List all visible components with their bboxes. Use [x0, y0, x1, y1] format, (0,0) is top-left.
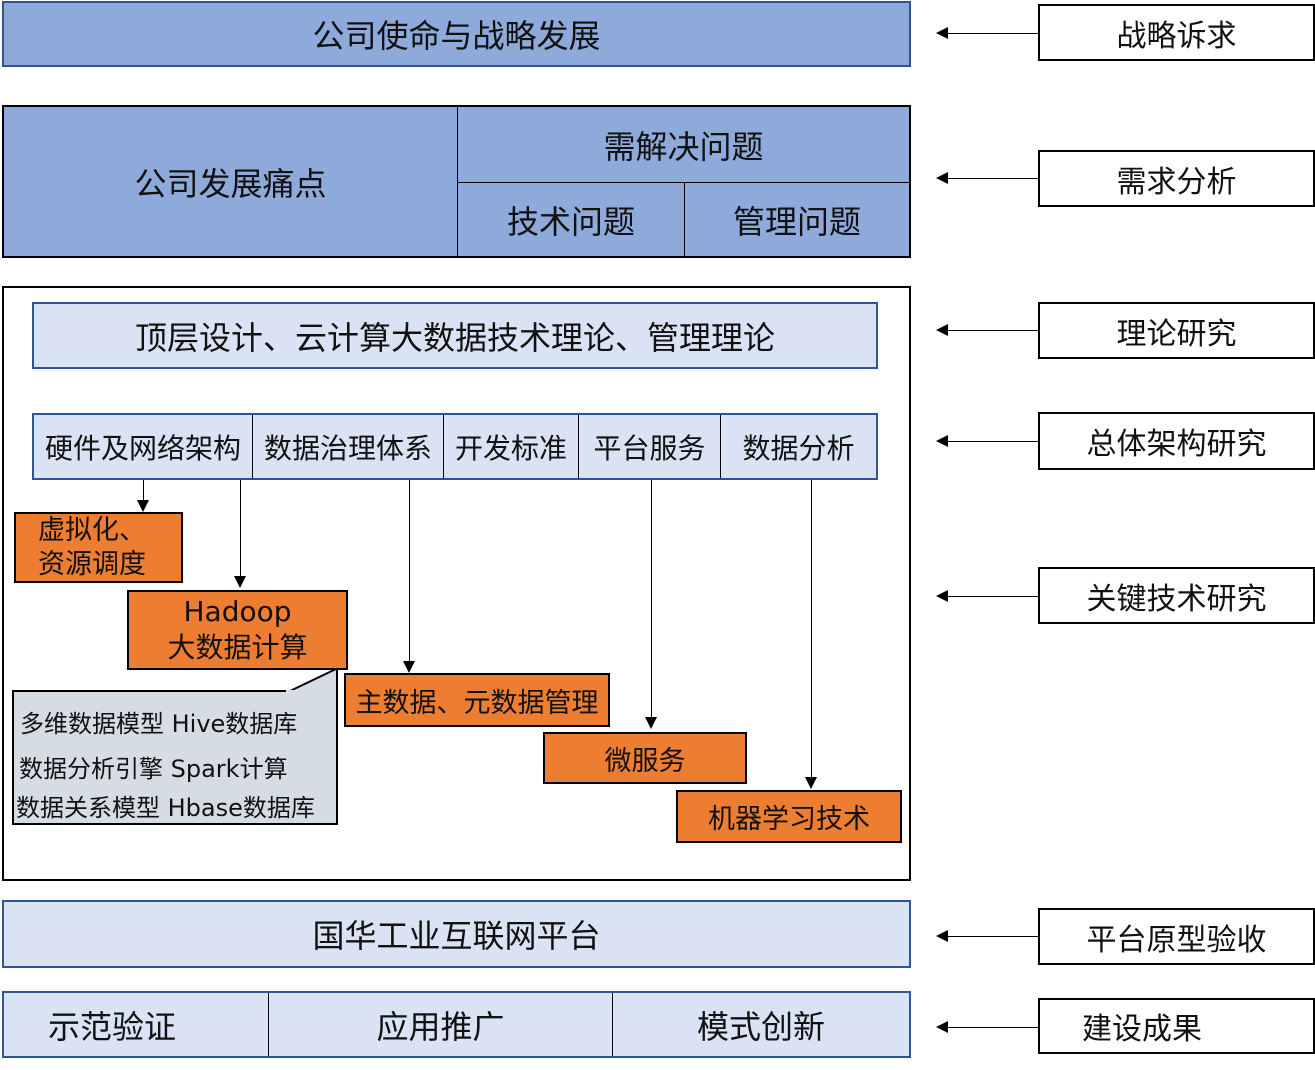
pain-points-cell: 公司发展痛点 [4, 107, 458, 256]
platform-title: 国华工业互联网平台 [312, 917, 601, 955]
side-label-needs-text: 需求分析 [1116, 164, 1237, 200]
theory-box: 顶层设计、云计算大数据技术理论、管理理论 [32, 302, 878, 369]
problems-header-cell: 需解决问题 [458, 107, 909, 183]
side-label-architecture-text: 总体架构研究 [1086, 427, 1267, 462]
result-cell-innovation: 模式创新 [613, 993, 909, 1056]
side-label-platform-text: 平台原型验收 [1086, 922, 1267, 958]
arrow-left-icon [936, 27, 948, 39]
platform-box: 国华工业互联网平台 [2, 900, 911, 968]
mgmt-problem-cell: 管理问题 [685, 183, 909, 256]
arch-label-hardware: 硬件及网络架构 [44, 431, 241, 465]
virtualization-line-1: 虚拟化、 [38, 515, 146, 546]
arrow-left-icon [936, 1021, 948, 1033]
connector-line [946, 178, 1039, 179]
side-label-theory-text: 理论研究 [1116, 316, 1237, 352]
arch-cell-dev-standard: 开发标准 [444, 415, 579, 478]
callout-line-spark: 数据分析引擎 Spark计算 [19, 755, 288, 783]
connector-line [946, 596, 1039, 597]
callout-pointer [280, 668, 337, 696]
callout-pointer-edge [336, 668, 338, 692]
connector-line [946, 330, 1039, 331]
callout-top-border [14, 690, 286, 692]
arrow-left-icon [936, 172, 948, 184]
strategy-title: 公司使命与战略发展 [312, 17, 601, 55]
arrow-left-icon [936, 930, 948, 942]
connector-line [946, 1027, 1039, 1028]
connector-line [240, 480, 241, 578]
side-label-strategy: 战略诉求 [1038, 4, 1315, 61]
problems-header-label: 需解决问题 [603, 127, 764, 166]
callout-line-hbase: 数据关系模型 Hbase数据库 [16, 794, 315, 822]
microservice-label: 微服务 [604, 745, 686, 777]
virtualization-line-2: 资源调度 [38, 549, 146, 580]
arrow-down-icon [805, 777, 817, 789]
side-label-needs: 需求分析 [1038, 150, 1315, 207]
side-label-architecture: 总体架构研究 [1038, 412, 1315, 470]
hadoop-box: Hadoop 大数据计算 [127, 590, 348, 670]
arch-label-platform-service: 平台服务 [593, 431, 706, 465]
tech-problem-label: 技术问题 [506, 202, 635, 241]
ml-label: 机器学习技术 [708, 804, 870, 835]
master-data-box: 主数据、元数据管理 [344, 673, 610, 727]
side-label-key-tech: 关键技术研究 [1038, 567, 1315, 624]
arch-cell-hardware: 硬件及网络架构 [34, 415, 253, 478]
tech-problem-cell: 技术问题 [458, 183, 685, 256]
connector-line [409, 480, 410, 662]
arch-label-data-analysis: 数据分析 [742, 431, 855, 465]
arch-cell-data-analysis: 数据分析 [721, 415, 876, 478]
strategy-box: 公司使命与战略发展 [2, 1, 911, 67]
connector-line [946, 936, 1039, 937]
needs-box: 公司发展痛点 需解决问题 技术问题 管理问题 [2, 105, 911, 258]
arch-label-dev-standard: 开发标准 [454, 431, 567, 465]
connector-line [946, 33, 1039, 34]
microservice-box: 微服务 [543, 732, 747, 784]
result-label-demo: 示范验证 [48, 1007, 177, 1046]
side-label-theory: 理论研究 [1038, 302, 1315, 359]
side-label-platform: 平台原型验收 [1038, 908, 1315, 965]
result-label-promotion: 应用推广 [376, 1007, 505, 1046]
pain-points-label: 公司发展痛点 [134, 164, 327, 203]
theory-label: 顶层设计、云计算大数据技术理论、管理理论 [134, 318, 775, 357]
virtualization-box: 虚拟化、 资源调度 [14, 512, 183, 583]
arrow-down-icon [137, 500, 149, 512]
side-label-results-text: 建设成果 [1082, 1012, 1202, 1047]
connector-line [946, 441, 1039, 442]
architecture-row: 硬件及网络架构 数据治理体系 开发标准 平台服务 数据分析 [32, 413, 878, 480]
side-label-strategy-text: 战略诉求 [1116, 18, 1237, 54]
arch-cell-platform-service: 平台服务 [579, 415, 721, 478]
results-row: 示范验证 应用推广 模式创新 [2, 991, 911, 1058]
connector-line [651, 480, 652, 718]
arrow-left-icon [936, 435, 948, 447]
result-label-innovation: 模式创新 [696, 1007, 825, 1046]
master-data-label: 主数据、元数据管理 [355, 687, 599, 719]
connector-line [811, 480, 812, 778]
mgmt-problem-label: 管理问题 [732, 202, 861, 241]
arrow-down-icon [645, 717, 657, 729]
hadoop-line-2: 大数据计算 [167, 631, 308, 664]
result-cell-promotion: 应用推广 [269, 993, 613, 1056]
arrow-left-icon [936, 590, 948, 602]
hadoop-line-1: Hadoop [183, 595, 292, 628]
callout-line-hive: 多维数据模型 Hive数据库 [20, 710, 298, 738]
result-cell-demo: 示范验证 [4, 993, 269, 1056]
hadoop-callout: 多维数据模型 Hive数据库 数据分析引擎 Spark计算 数据关系模型 Hba… [12, 668, 338, 825]
connector-line [143, 480, 144, 502]
arrow-down-icon [234, 576, 246, 588]
side-label-results: 建设成果 [1038, 998, 1315, 1054]
ml-box: 机器学习技术 [676, 790, 902, 843]
arch-cell-governance: 数据治理体系 [253, 415, 444, 478]
arrow-down-icon [403, 661, 415, 673]
side-label-key-tech-text: 关键技术研究 [1086, 581, 1267, 617]
arch-label-governance: 数据治理体系 [263, 431, 432, 465]
arrow-left-icon [936, 324, 948, 336]
